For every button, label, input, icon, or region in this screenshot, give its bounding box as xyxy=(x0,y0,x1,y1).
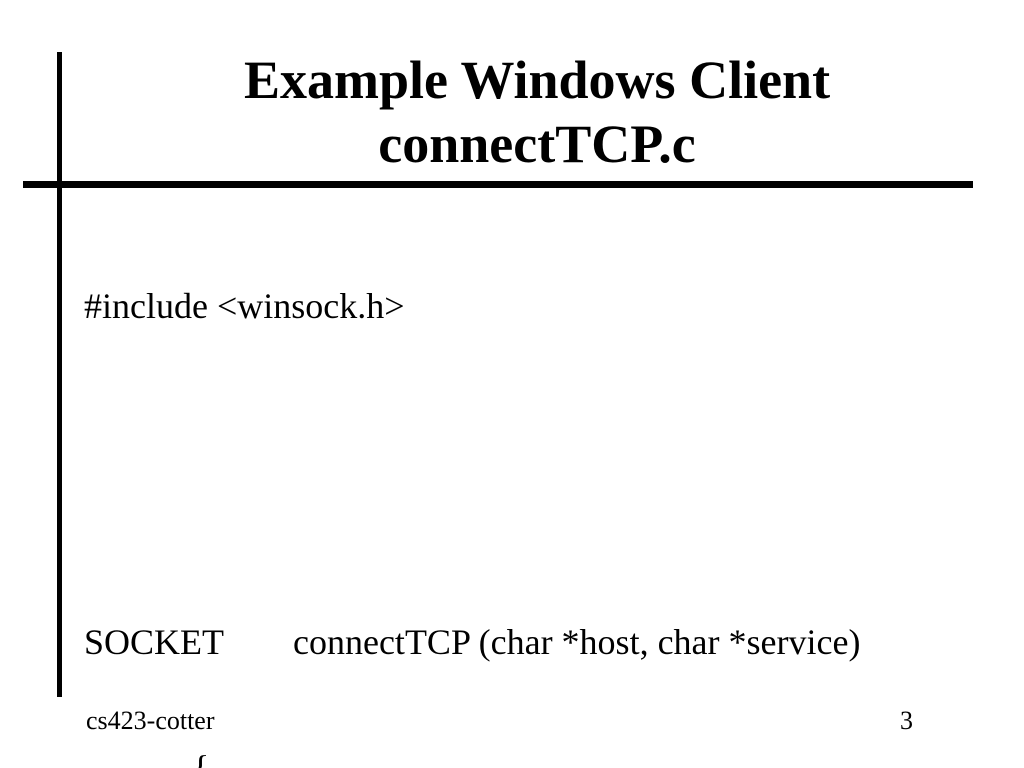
code-line-signature-tcp: SOCKET connectTCP (char *host, char *serv… xyxy=(84,621,994,663)
code-open-brace-tcp: { xyxy=(192,748,210,768)
code-line-include: #include <winsock.h> xyxy=(84,286,405,326)
code-blank-line xyxy=(84,453,994,495)
left-vertical-rule xyxy=(57,52,62,697)
footer-page-number: 3 xyxy=(900,706,913,735)
code-signature-tcp: connectTCP (char *host, char *service) xyxy=(293,622,861,662)
title-underline-rule xyxy=(23,181,973,188)
slide-title-line2: connectTCP.c xyxy=(378,114,696,174)
code-keyword-socket-tcp: SOCKET xyxy=(84,622,225,662)
slide-title: Example Windows Client connectTCP.c xyxy=(80,48,994,176)
footer-author: cs423-cotter xyxy=(86,706,215,735)
code-block: #include <winsock.h> SOCKET connectTCP (c… xyxy=(84,201,994,768)
slide-title-line1: Example Windows Client xyxy=(243,50,831,110)
